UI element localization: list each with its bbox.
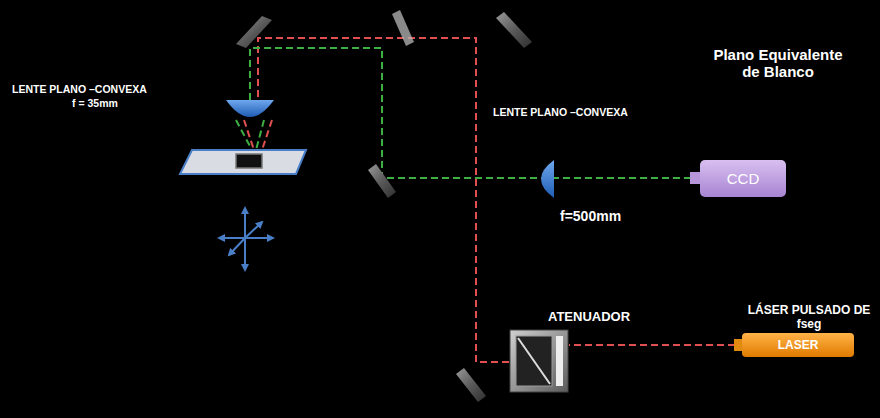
sample bbox=[236, 154, 262, 168]
ccd-camera: CCD bbox=[700, 160, 786, 197]
mirror bbox=[236, 16, 272, 48]
attenuator-polarizer bbox=[518, 338, 550, 384]
attenuator-window bbox=[516, 336, 552, 386]
beam-splitter bbox=[392, 10, 414, 46]
red-beam bbox=[569, 344, 735, 346]
translation-arrows bbox=[219, 208, 273, 270]
focal-length: f = 35mm bbox=[72, 97, 152, 109]
focal-length: f=500mm bbox=[560, 208, 650, 224]
red-beam bbox=[258, 38, 509, 362]
plane-label: Plano Equivalente de Blanco bbox=[705, 46, 851, 81]
laser-beam bbox=[236, 38, 735, 362]
attenuator-plate bbox=[556, 336, 563, 386]
lens-label: LENTE PLANO –CONVEXA bbox=[12, 83, 212, 95]
mirror bbox=[456, 368, 486, 402]
laser-label: LÁSER PULSADO DE fseg bbox=[742, 304, 876, 332]
mirror bbox=[368, 164, 396, 198]
plano-convex-lens bbox=[226, 100, 274, 117]
mirror bbox=[496, 12, 532, 48]
lens-label: LENTE PLANO –CONVEXA bbox=[493, 106, 693, 118]
box-text: LASER bbox=[778, 338, 819, 352]
green-beam-cone bbox=[236, 120, 264, 150]
attenuator-label: ATENUADOR bbox=[548, 310, 648, 325]
plano-convex-lens bbox=[541, 160, 554, 198]
attenuator bbox=[510, 330, 568, 392]
sample-stage bbox=[180, 150, 306, 174]
box-text: CCD bbox=[727, 170, 760, 187]
laser-source: LASER bbox=[742, 333, 854, 357]
